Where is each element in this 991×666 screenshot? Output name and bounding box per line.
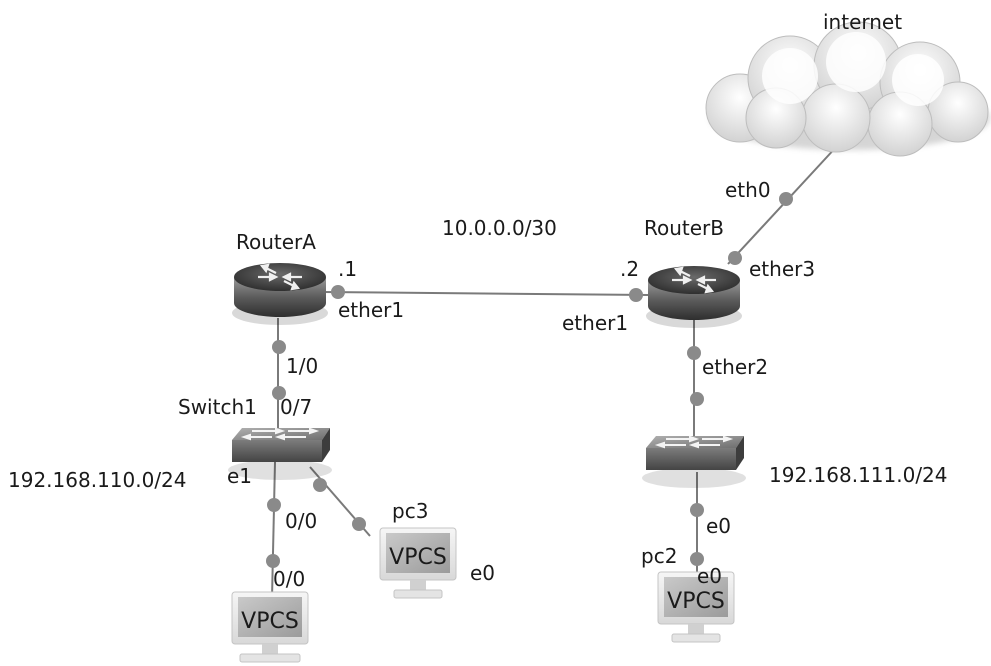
port-dot-switchB-uplink <box>690 392 704 406</box>
port-dot-routerB-ether3 <box>728 251 742 265</box>
router-b-ether2-label: ether2 <box>702 355 769 379</box>
internet-cloud-icon[interactable] <box>705 21 990 157</box>
port-dot-routerB-ether1 <box>629 288 643 302</box>
router-a-icon[interactable] <box>232 263 328 325</box>
port-dot-switch1-0-7 <box>272 386 286 400</box>
router-b-address-label: .2 <box>620 257 640 281</box>
router-a-port-1-0-label: 1/0 <box>286 354 319 378</box>
switch1-port-0-0-label: 0/0 <box>285 509 318 533</box>
pc-left-port-0-0-label: 0/0 <box>273 567 306 591</box>
router-a-address-label: .1 <box>338 257 358 281</box>
port-dots <box>266 192 793 568</box>
port-dot-pcLeft-0-0 <box>266 554 280 568</box>
pc-left-screen-text: VPCS <box>241 609 299 634</box>
pc2-monitor-icon[interactable]: VPCS <box>657 571 735 643</box>
router-b-icon[interactable] <box>646 266 742 328</box>
link-switch1-pcLeft <box>271 461 276 599</box>
pc3-e0-label: e0 <box>470 561 496 585</box>
switch1-e1-label: e1 <box>227 464 253 488</box>
link-routerA-routerB <box>321 291 649 296</box>
cloud-label: internet <box>823 10 903 34</box>
switch-b-icon[interactable] <box>642 435 746 488</box>
router-b-ether1-label: ether1 <box>562 311 629 335</box>
port-dot-switch1-pc3 <box>313 478 327 492</box>
pc2-label: pc2 <box>641 544 678 568</box>
pc3-monitor-icon[interactable]: VPCS <box>379 527 457 599</box>
pc3-screen-text: VPCS <box>389 545 447 570</box>
port-dot-routerA-1-0 <box>272 340 286 354</box>
port-dot-routerA-ether1 <box>331 285 345 299</box>
lan-b-network-label: 192.168.111.0/24 <box>769 463 948 487</box>
lan-a-network-label: 192.168.110.0/24 <box>8 468 187 492</box>
switch1-label: Switch1 <box>178 395 257 419</box>
router-b-ether3-label: ether3 <box>749 257 816 281</box>
pc-left-monitor-icon[interactable]: VPCS <box>231 591 309 663</box>
switch1-icon[interactable] <box>228 427 332 480</box>
port-dot-pc2-e0 <box>690 552 704 566</box>
switch1-port-0-7-label: 0/7 <box>280 395 313 419</box>
port-dot-switch1-0-0 <box>267 498 281 512</box>
wan-network-label: 10.0.0.0/30 <box>442 216 557 240</box>
cloud-eth0-label: eth0 <box>725 178 771 202</box>
router-a-ether1-label: ether1 <box>338 298 405 322</box>
port-dot-cloud-eth0 <box>779 192 793 206</box>
pc2-screen-text: VPCS <box>667 589 725 614</box>
port-dot-routerB-ether2 <box>687 346 701 360</box>
router-b-label: RouterB <box>644 216 724 240</box>
port-dot-switchB-e0 <box>690 503 704 517</box>
pc3-label: pc3 <box>392 499 429 523</box>
switch-b-e0-label: e0 <box>706 514 732 538</box>
pc2-e0-label: e0 <box>697 564 723 588</box>
router-a-label: RouterA <box>236 230 316 254</box>
port-dot-pc3 <box>352 517 366 531</box>
